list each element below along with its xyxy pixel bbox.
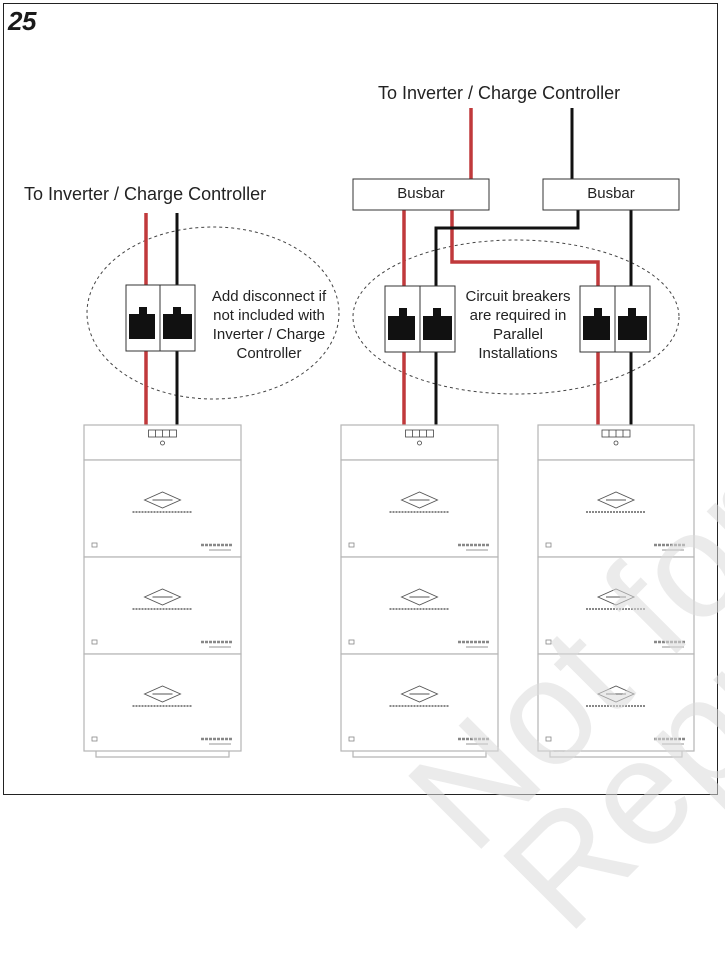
right-system-title: To Inverter / Charge Controller [378,83,621,103]
busbar-positive [352,178,490,211]
circuit-breaker-3 [579,285,651,353]
disconnect-note: Add disconnect if not included with Inve… [211,288,327,362]
figure-number: 25 [8,6,36,36]
left-system-title: To Inverter / Charge Controller [24,184,267,204]
figure-frame [3,3,718,795]
circuit-breaker-2 [384,285,456,353]
wiring-diagram [83,108,695,758]
battery-stack-1 [83,424,242,758]
disconnect-switch [125,284,196,352]
battery-stack-2 [340,424,499,758]
busbar-label-1: Busbar [397,185,445,202]
battery-stack-3 [537,424,695,758]
breaker-ellipse [352,239,680,395]
disconnect-ellipse [86,226,340,400]
busbar-label-2: Busbar [587,185,635,202]
breaker-note: Circuit breakers are required in Paralle… [465,288,571,362]
busbar-negative [542,178,680,211]
